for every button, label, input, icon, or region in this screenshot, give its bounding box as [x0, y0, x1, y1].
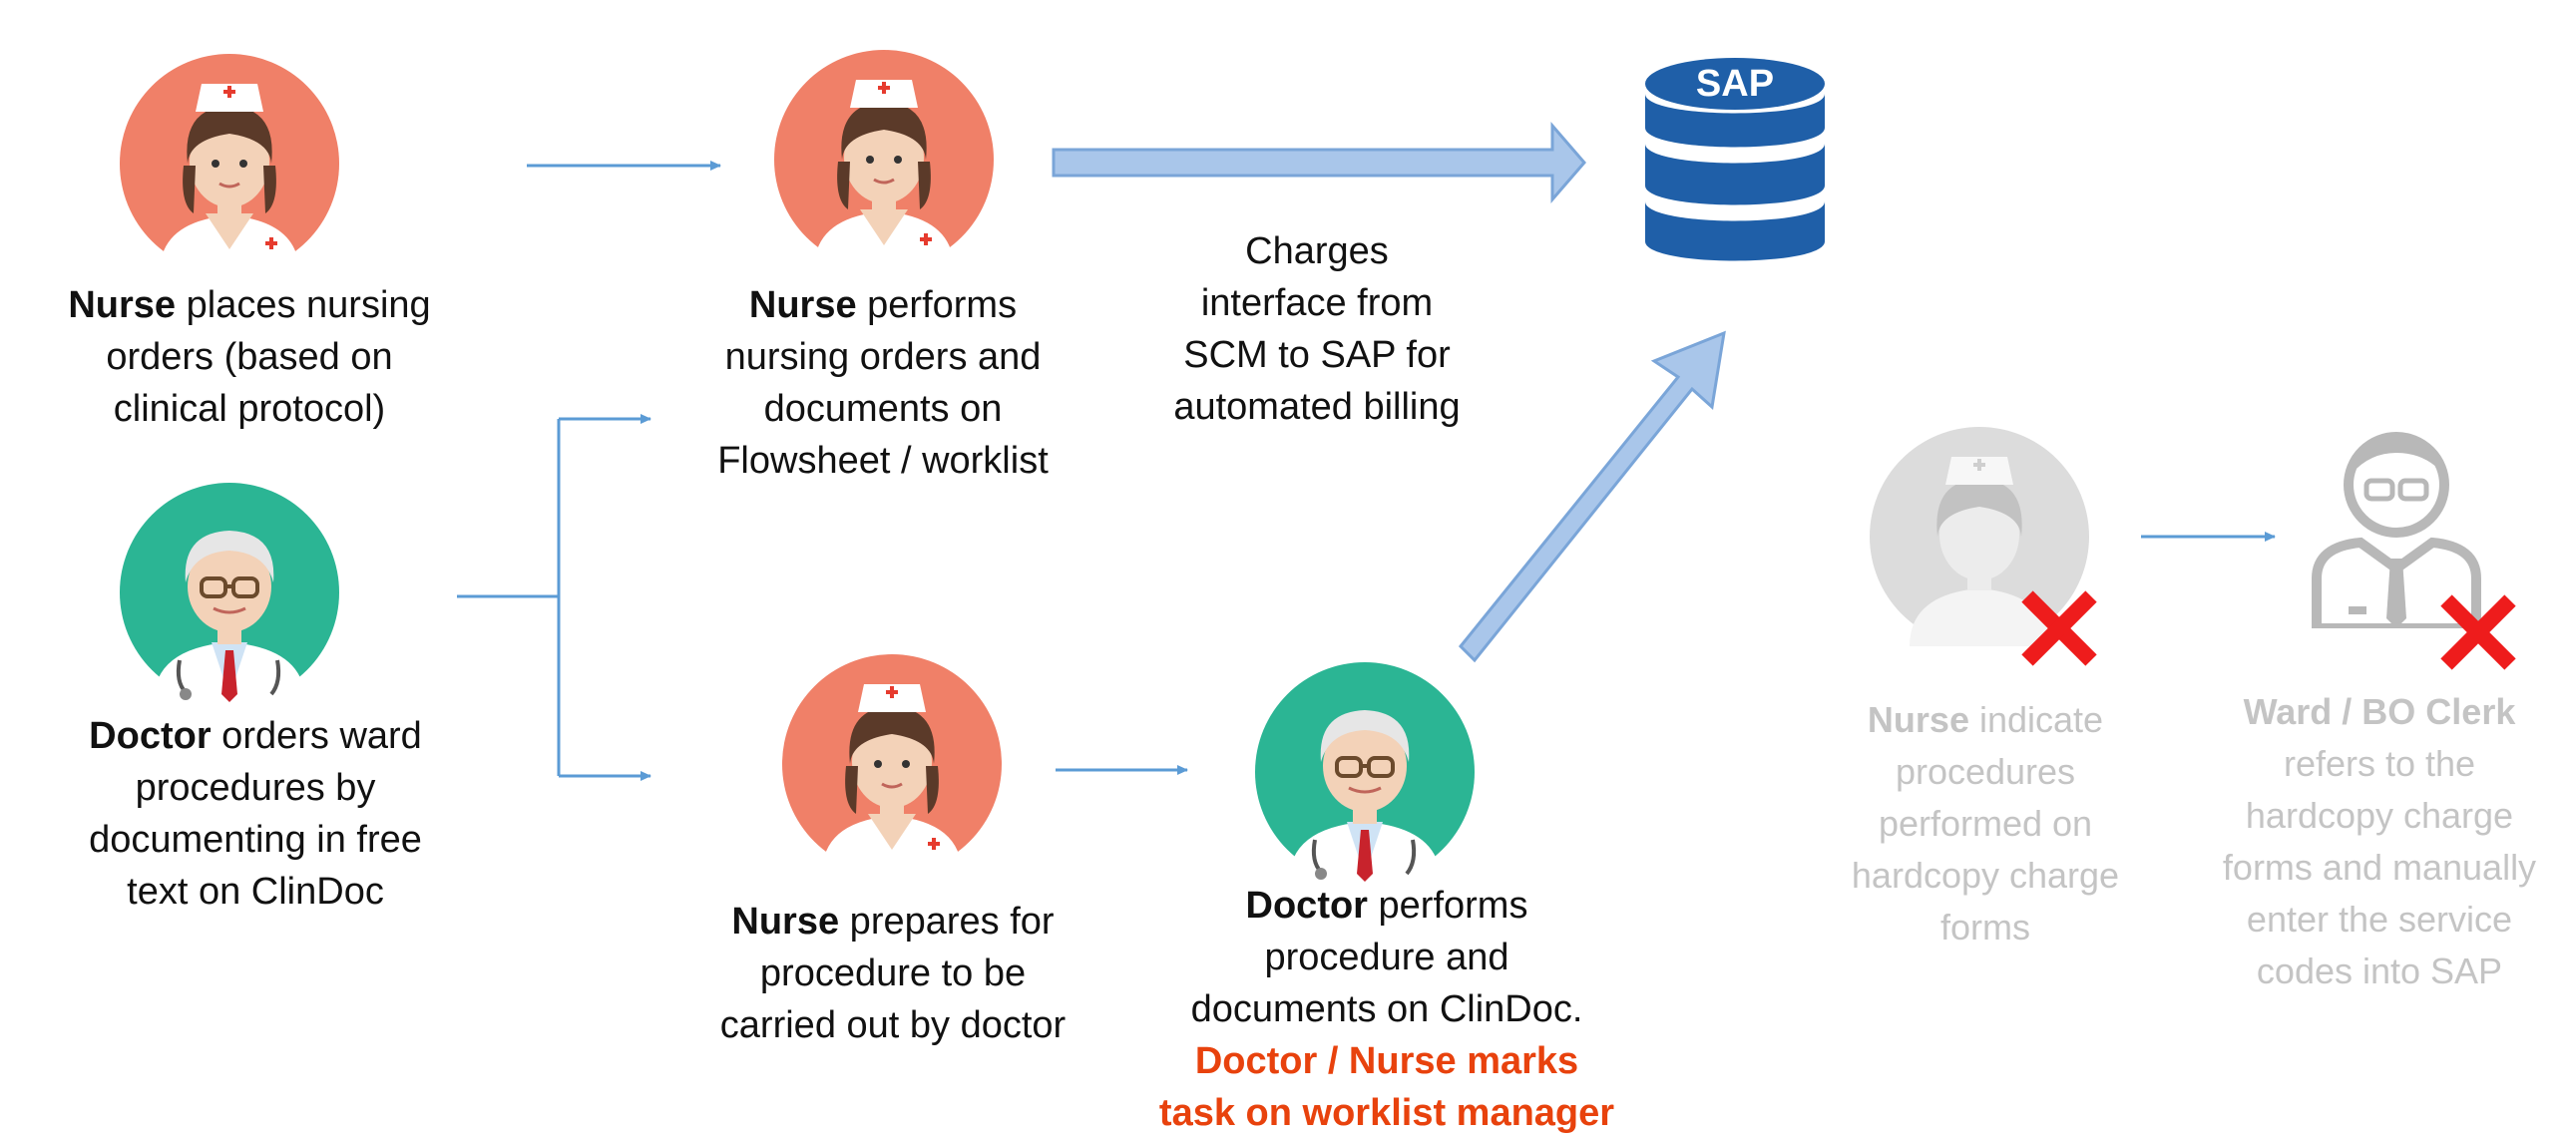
caption-line: places nursing [176, 284, 431, 326]
caption-line: performed on [1878, 803, 2093, 844]
caption-role: Nurse [731, 901, 840, 943]
caption-line: procedure to be [759, 952, 1027, 994]
caption-highlight-role: Doctor / Nurse [1194, 1040, 1457, 1082]
caption-line: hardcopy charge [1851, 855, 2120, 896]
caption-line: documenting in free [89, 819, 422, 861]
arrow-doctor-branch [457, 414, 651, 781]
nurse-avatar-icon [120, 54, 339, 273]
caption-line: interface from [1200, 282, 1434, 324]
nurse-avatar [774, 50, 994, 269]
caption-line: Flowsheet / worklist [717, 440, 1049, 482]
nurse-avatar-icon [774, 50, 994, 269]
caption-nurse-orders: Nurse places nursing orders (based on cl… [30, 279, 469, 435]
caption-line: carried out by doctor [719, 1004, 1067, 1046]
caption-line: orders ward [211, 715, 422, 757]
caption-line: procedures [1895, 751, 2076, 792]
nurse-avatar-icon [1870, 427, 2089, 646]
caption-line: forms and manually [2222, 847, 2537, 888]
caption-old-nurse: Nurse indicate procedures performed on h… [1796, 694, 2175, 953]
caption-role: Ward / BO Clerk [2243, 691, 2516, 732]
caption-line: automated billing [1173, 386, 1461, 428]
doctor-avatar [1255, 662, 1475, 882]
caption-old-clerk: Ward / BO Clerk refers to the hardcopy c… [2183, 686, 2576, 997]
nurse-avatar [120, 54, 339, 273]
big-arrow-doctor-to-sap [1458, 330, 1726, 663]
caption-role: Doctor [1245, 885, 1368, 927]
caption-line: codes into SAP [2256, 950, 2503, 991]
red-x-icon [2438, 592, 2518, 672]
red-x-icon [2019, 588, 2099, 668]
old-nurse-avatar [1870, 427, 2089, 646]
clerk-avatar-icon [2312, 432, 2481, 633]
caption-line: text on ClinDoc [127, 871, 384, 913]
caption-line: nursing orders and [724, 336, 1042, 378]
caption-highlight-line: task on worklist manager [1158, 1092, 1615, 1134]
caption-line: enter the service [2246, 899, 2513, 940]
caption-doctor-orders: Doctor orders ward procedures by documen… [36, 710, 475, 918]
caption-line: performs [856, 284, 1018, 326]
caption-line: Charges [1245, 230, 1389, 272]
database-icon: SAP [1645, 58, 1825, 261]
caption-doctor-performs: Doctor performs procedure and documents … [1127, 880, 1646, 1139]
doctor-avatar-icon [1255, 662, 1475, 882]
caption-line: clinical protocol) [113, 388, 386, 430]
caption-line: orders (based on [106, 336, 393, 378]
sap-label: SAP [1696, 63, 1774, 105]
caption-line: performs [1367, 885, 1528, 927]
caption-line: SCM to SAP for [1183, 334, 1451, 376]
caption-line: documents on [763, 388, 1003, 430]
doctor-avatar-icon [120, 483, 339, 702]
nurse-avatar-icon [782, 654, 1002, 874]
nurse-avatar [782, 654, 1002, 874]
caption-role: Nurse [748, 284, 857, 326]
caption-charges: Charges interface from SCM to SAP for au… [1117, 225, 1516, 433]
doctor-avatar [120, 483, 339, 702]
big-arrow-to-sap [1052, 121, 1586, 204]
caption-line: procedure and [1264, 937, 1509, 978]
caption-line: prepares for [839, 901, 1055, 943]
caption-highlight-rest: marks [1456, 1040, 1579, 1082]
caption-line: hardcopy charge [2245, 795, 2514, 836]
clerk-avatar [2309, 419, 2484, 633]
caption-line: indicate [1968, 699, 2104, 740]
caption-nurse-performs: Nurse performs nursing orders and docume… [648, 279, 1117, 487]
caption-line: refers to the [2283, 743, 2476, 784]
caption-role: Nurse [68, 284, 177, 326]
sap-database: SAP [1640, 36, 1830, 275]
caption-line: procedures by [135, 767, 376, 809]
caption-line: documents on ClinDoc. [1190, 988, 1583, 1030]
caption-role: Doctor [89, 715, 212, 757]
caption-role: Nurse [1867, 699, 1969, 740]
caption-nurse-prepares: Nurse prepares for procedure to be carri… [658, 896, 1127, 1051]
caption-line: forms [1940, 907, 2030, 948]
